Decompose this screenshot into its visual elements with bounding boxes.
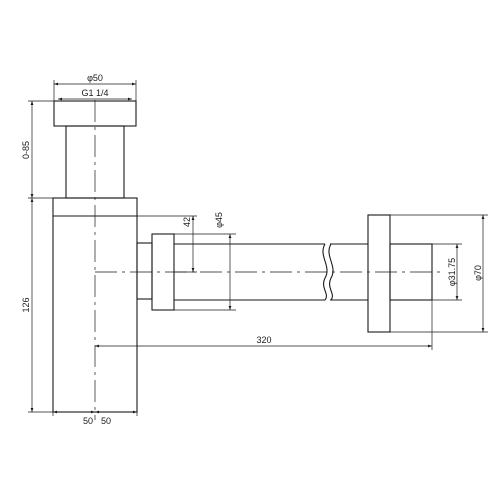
label-height-range: 0-85: [21, 141, 31, 159]
dim-outlet-height: 42: [137, 215, 197, 273]
label-thread: G1 1/4: [81, 88, 108, 98]
wall-flange-plate: [367, 214, 391, 333]
label-body-height: 126: [21, 297, 31, 312]
label-pipe-diameter: φ31.75: [447, 258, 457, 286]
label-outlet-length: 320: [256, 335, 271, 345]
label-nut-diameter: φ45: [214, 212, 224, 228]
centre-lines: [94, 100, 440, 420]
label-flange-diameter: φ70: [473, 265, 483, 281]
dim-thread: G1 1/4: [58, 88, 132, 101]
dim-base-width: 50 50: [52, 410, 138, 426]
wall-flange: [367, 214, 433, 333]
label-base-left: 50: [83, 416, 93, 426]
label-top-diameter: φ50: [87, 73, 103, 83]
dim-outlet-length: 320: [95, 300, 433, 350]
dim-flange-diameter: φ70: [390, 214, 488, 333]
label-outlet-height: 42: [182, 217, 192, 227]
pipe-break-left: [322, 243, 328, 301]
outlet-assembly: [136, 233, 368, 311]
dim-nut-diameter: φ45: [174, 212, 236, 311]
outlet-nut-inner: [136, 242, 153, 300]
dim-top-diameter: φ50: [53, 73, 137, 101]
dim-pipe-diameter: φ31.75: [432, 243, 462, 301]
label-base-right: 50: [101, 416, 111, 426]
dim-body-height: 126: [21, 198, 53, 413]
dim-height-range: 0-85: [21, 100, 54, 199]
pipe-break-right: [328, 243, 334, 301]
